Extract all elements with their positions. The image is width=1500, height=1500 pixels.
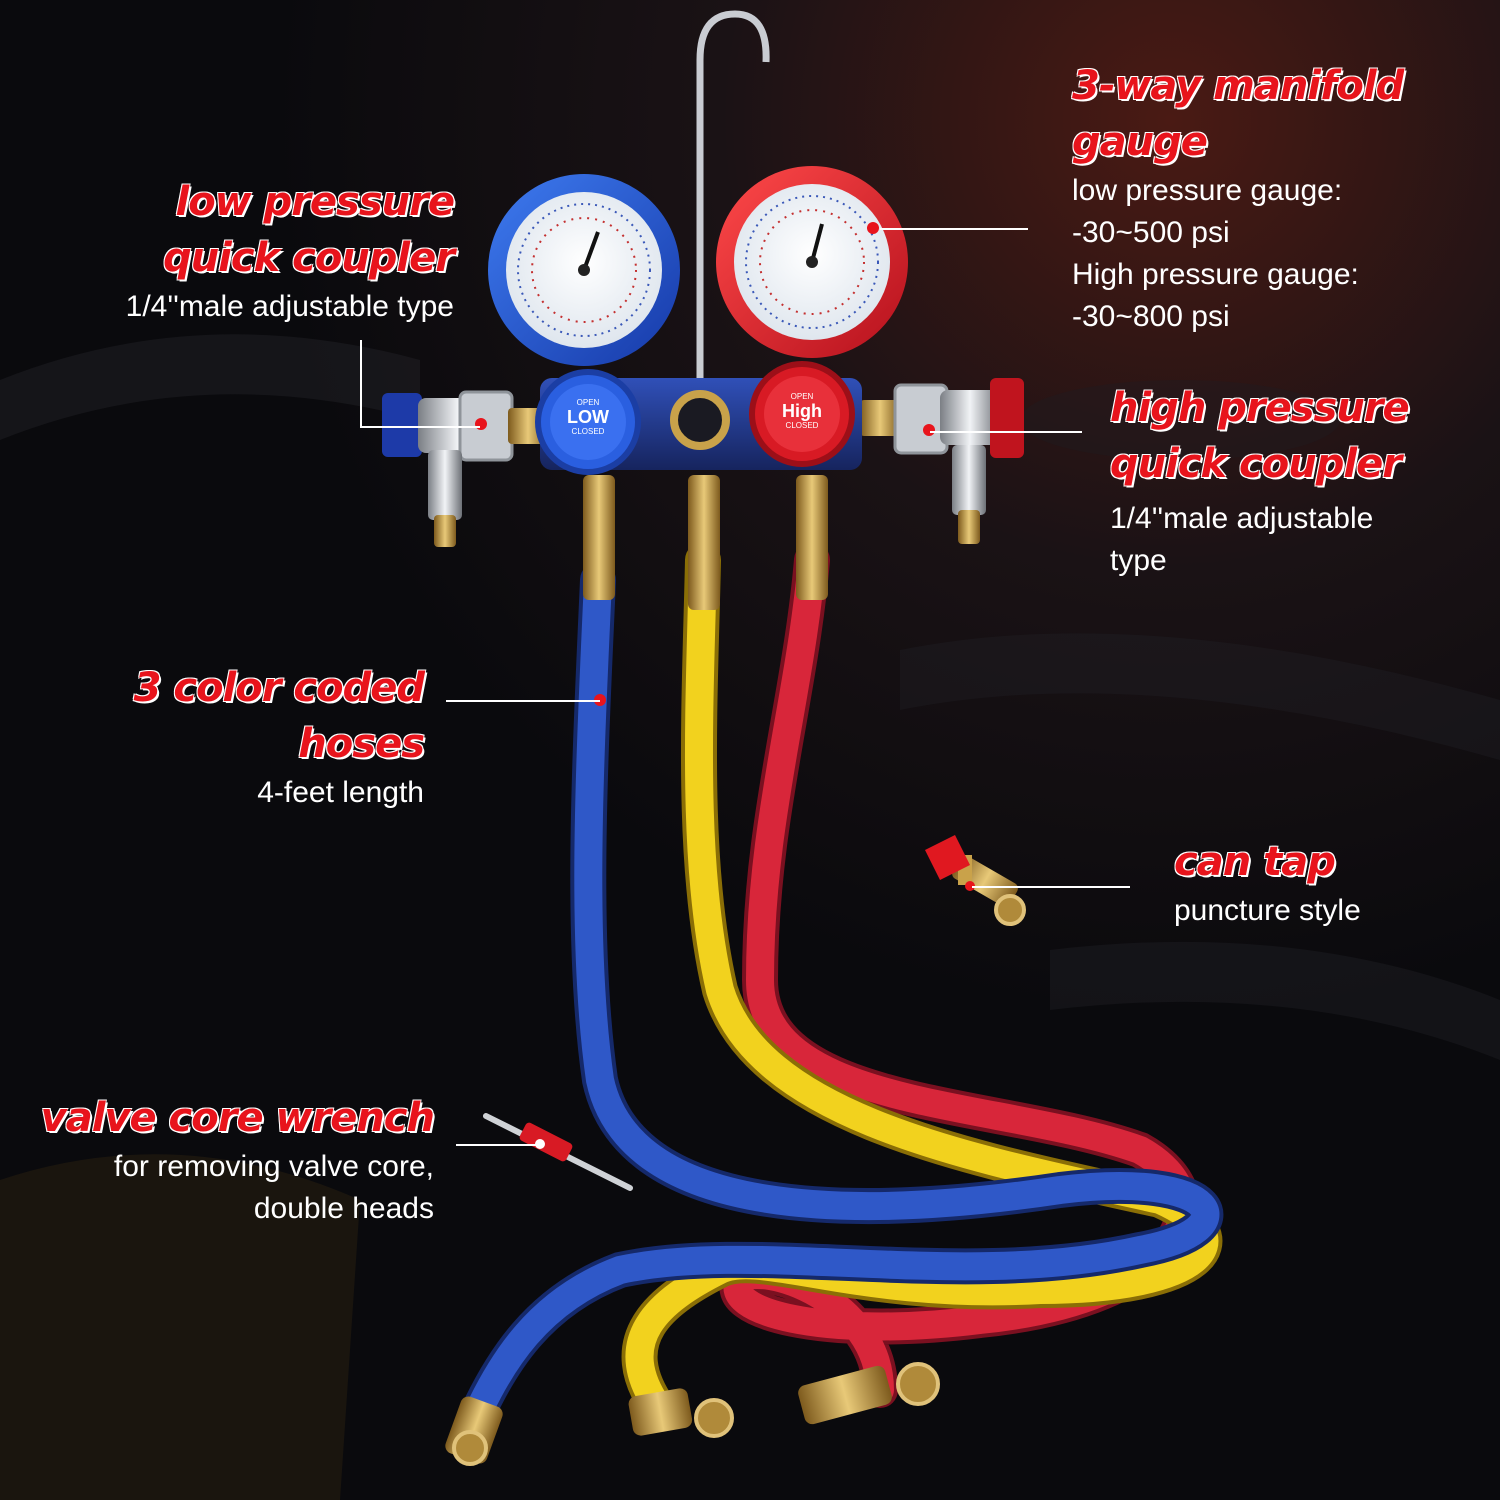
high-knob-open: OPEN	[790, 392, 814, 401]
manifold-desc-line4: -30~800 psi	[1072, 300, 1230, 333]
high-coupler-leader-line	[930, 431, 1082, 433]
low-knob-label: LOW	[567, 407, 609, 427]
hoses-desc: 4-feet length	[257, 776, 424, 809]
low-valve-knob	[535, 369, 641, 475]
hoses-title-line2: hoses	[298, 721, 425, 767]
manifold-desc-line2: -30~500 psi	[1072, 216, 1230, 249]
high-coupler-desc-line1: 1/4''male adjustable	[1110, 502, 1374, 535]
callout-can-tap: can tap puncture style	[1174, 834, 1361, 932]
manifold-desc-line3: High pressure gauge:	[1072, 258, 1359, 291]
high-coupler-title-line1: high pressure	[1110, 385, 1410, 431]
manifold-leader-line	[880, 228, 1028, 230]
high-knob-text: OPEN High CLOSED	[770, 392, 834, 430]
hanger-hook	[696, 10, 770, 378]
hose-end-fittings	[445, 1362, 940, 1466]
wrench-title: valve core wrench	[40, 1095, 435, 1141]
high-knob-closed: CLOSED	[785, 421, 819, 430]
low-coupler-title-line1: low pressure	[175, 179, 455, 225]
hoses-title-line1: 3 color coded	[133, 665, 425, 711]
high-knob-label: High	[782, 401, 822, 421]
callout-manifold: 3-way manifold gauge low pressure gauge:…	[1072, 58, 1404, 338]
hose-top-connectors	[583, 475, 828, 610]
low-coupler-title-line2: quick coupler	[163, 235, 455, 281]
low-coupler-desc: 1/4''male adjustable type	[125, 290, 454, 323]
low-knob-text: OPEN LOW CLOSED	[556, 398, 620, 436]
low-coupler-leader-horizontal	[360, 426, 480, 428]
high-coupler-title-line2: quick coupler	[1110, 441, 1402, 487]
low-pressure-coupler	[382, 390, 548, 547]
manifold-desc-line1: low pressure gauge:	[1072, 174, 1343, 207]
low-pressure-gauge	[488, 174, 680, 366]
sight-glass	[670, 390, 730, 450]
manifold-title-line2: gauge	[1072, 119, 1208, 165]
manifold-title-line1: 3-way manifold	[1072, 63, 1404, 109]
wrench-leader-line	[456, 1144, 540, 1146]
wrench-desc-line2: double heads	[253, 1192, 434, 1225]
can-tap-title: can tap	[1174, 839, 1336, 885]
low-knob-closed: CLOSED	[571, 427, 605, 436]
callout-low-coupler: low pressure quick coupler 1/4''male adj…	[125, 174, 455, 328]
wrench-desc-line1: for removing valve core,	[113, 1150, 434, 1183]
blue-hose	[456, 566, 1220, 1444]
callout-high-coupler: high pressure quick coupler 1/4''male ad…	[1110, 380, 1410, 582]
hoses-leader-line	[446, 700, 600, 702]
low-knob-open: OPEN	[576, 398, 600, 407]
high-valve-knob	[749, 361, 855, 467]
callout-hoses: 3 color coded hoses 4-feet length	[133, 660, 425, 814]
gauge-marker-dot	[867, 222, 879, 234]
valve-core-wrench-tool	[483, 1113, 633, 1191]
low-coupler-leader-vertical	[360, 340, 362, 428]
hose-marker-dot	[594, 694, 606, 706]
can-tap-leader-line	[972, 886, 1130, 888]
high-coupler-desc-line2: type	[1110, 544, 1167, 577]
can-tap-desc: puncture style	[1174, 894, 1361, 927]
can-tap-tool	[925, 835, 1026, 926]
engine-bay-shadows	[0, 334, 1500, 1500]
high-pressure-gauge	[716, 166, 908, 358]
hoses	[452, 542, 1224, 1448]
callout-wrench: valve core wrench for removing valve cor…	[40, 1090, 435, 1230]
